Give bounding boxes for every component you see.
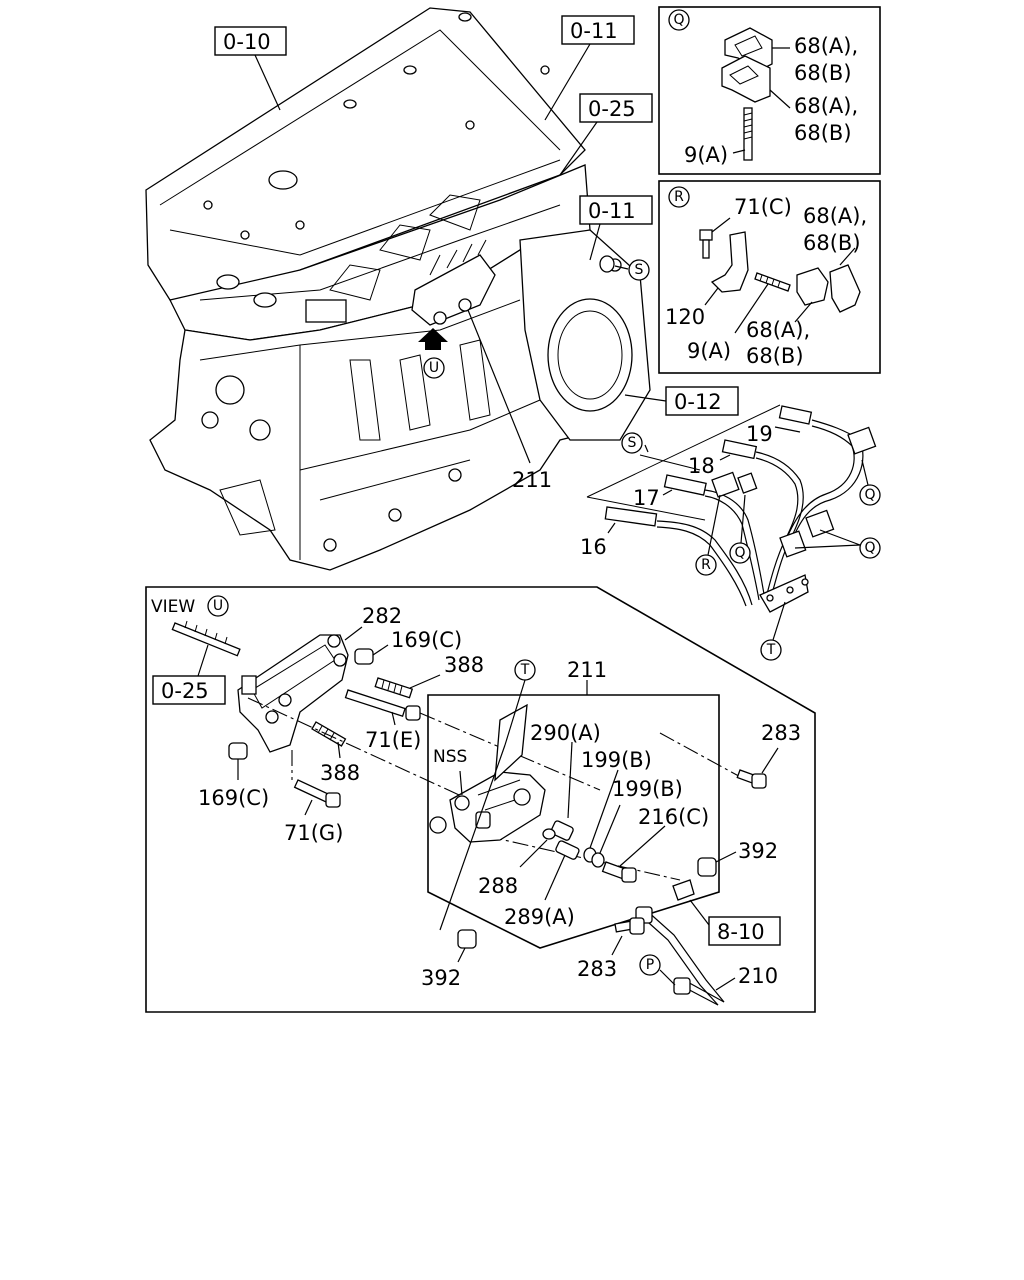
ref-box-0-10	[214, 26, 287, 56]
inset-r-bracket: 120	[665, 305, 705, 329]
ref-box-0-25-top	[579, 93, 653, 123]
view-388-mid-label: 388	[320, 761, 360, 785]
view-210-label: 210	[738, 964, 778, 988]
inset-r: R 71(C) 120 9(A) 68(A), 68(B) 68(A), 68(…	[658, 180, 881, 374]
inset-q-upper-b: 68(B)	[794, 61, 852, 85]
circle-q-rack-1-label: Q	[864, 487, 875, 503]
circle-q-rack-1	[859, 484, 881, 506]
view-nss-label: NSS	[433, 747, 467, 767]
circle-u-engine-label: U	[429, 360, 439, 376]
ref-0-11-top-label: 0-11	[570, 19, 618, 43]
engine-block-drawing	[145, 7, 651, 571]
inset-r-stud: 9(A)	[687, 339, 731, 363]
view-288-label: 288	[478, 874, 518, 898]
circle-q-rack-2-label: Q	[734, 545, 745, 561]
inset-q-upper-a: 68(A),	[794, 34, 858, 58]
view-283-bot-label: 283	[577, 957, 617, 981]
inset-r-lower-a: 68(A),	[746, 318, 810, 342]
view-169c-top-label: 169(C)	[391, 628, 462, 652]
circle-u-view-label: U	[213, 598, 223, 614]
view-169c-bot-label: 169(C)	[198, 786, 269, 810]
view-71g-label: 71(G)	[284, 821, 343, 845]
view-392-bot-label: 392	[421, 966, 461, 990]
injection-pipe-rack: S 19 18 17 16	[580, 404, 881, 661]
ref-box-0-11-mid	[579, 195, 653, 225]
part-211-label: 211	[512, 468, 552, 492]
ref-8-10-label: 8-10	[717, 920, 765, 944]
view-290a-label: 290(A)	[530, 721, 601, 745]
circle-t-view-label: T	[520, 662, 530, 678]
circle-q-top-label: Q	[673, 12, 684, 28]
circle-r-rack-label: R	[701, 557, 711, 573]
inset-r-clip-b: 68(B)	[803, 231, 861, 255]
circle-r-top-label: R	[674, 189, 684, 205]
circle-q-top	[668, 9, 690, 31]
pipe-16-label: 16	[580, 535, 607, 559]
ref-0-10-label: 0-10	[223, 30, 271, 54]
ref-0-25-view-label: 0-25	[161, 679, 209, 703]
ref-box-0-25-view	[152, 675, 226, 705]
pipe-19-label: 19	[746, 422, 773, 446]
view-title: VIEW	[151, 597, 195, 617]
seal-washer	[599, 255, 615, 273]
view-392-right-label: 392	[738, 839, 778, 863]
inset-q-stud: 9(A)	[684, 143, 728, 167]
pipe-17: 17	[633, 474, 766, 601]
circle-u-view	[207, 595, 229, 617]
view-199b-1-label: 199(B)	[581, 748, 652, 772]
pipe-18: 18	[688, 439, 804, 601]
circle-p-view	[639, 954, 661, 976]
circle-s-rack	[621, 432, 643, 454]
circle-t-rack	[760, 639, 782, 661]
pipe-19: 19	[746, 405, 864, 546]
view-216c-label: 216(C)	[638, 805, 709, 829]
ref-box-8-10	[708, 916, 781, 946]
circle-r-top	[668, 186, 690, 208]
circle-p-view-label: P	[646, 957, 654, 973]
view-71e-label: 71(E)	[365, 728, 421, 752]
inset-q-lower-a: 68(A),	[794, 94, 858, 118]
inset-r-clip-a: 68(A),	[803, 204, 867, 228]
circle-q-rack-2	[729, 542, 751, 564]
inset-q-lower-b: 68(B)	[794, 121, 852, 145]
view-u-panel: VIEW U 211 0-25 282 169(C) 388	[145, 586, 816, 1013]
view-289a-label: 289(A)	[504, 905, 575, 929]
circle-t-rack-label: T	[766, 642, 776, 658]
circle-q-rack-3-label: Q	[864, 540, 875, 556]
circle-r-rack	[695, 554, 717, 576]
pipe-16: 16	[580, 506, 753, 607]
circle-u-engine	[423, 357, 445, 379]
circle-q-rack-3	[859, 537, 881, 559]
pipe-18-label: 18	[688, 454, 715, 478]
view-211-label: 211	[567, 658, 607, 682]
view-283-top-label: 283	[761, 721, 801, 745]
engine-reference-labels: 0-10 0-11 0-25 0-11 S U 211 0-12	[214, 15, 739, 492]
pipe-17-label: 17	[633, 486, 660, 510]
inset-r-lower-b: 68(B)	[746, 344, 804, 368]
circle-s-rack-label: S	[628, 435, 637, 451]
inset-r-bolt: 71(C)	[734, 195, 792, 219]
ref-0-12-label: 0-12	[674, 390, 722, 414]
ref-0-11-mid-label: 0-11	[588, 199, 636, 223]
view-388-top-label: 388	[444, 653, 484, 677]
circle-s-engine	[628, 259, 650, 281]
view-199b-2-label: 199(B)	[612, 777, 683, 801]
view-282-label: 282	[362, 604, 402, 628]
inset-q: Q 68(A), 68(B) 68(A), 68(B) 9(A)	[658, 6, 881, 175]
circle-s-engine-label: S	[635, 262, 644, 278]
ref-box-0-11-top	[561, 15, 635, 45]
ref-0-25-top-label: 0-25	[588, 97, 636, 121]
